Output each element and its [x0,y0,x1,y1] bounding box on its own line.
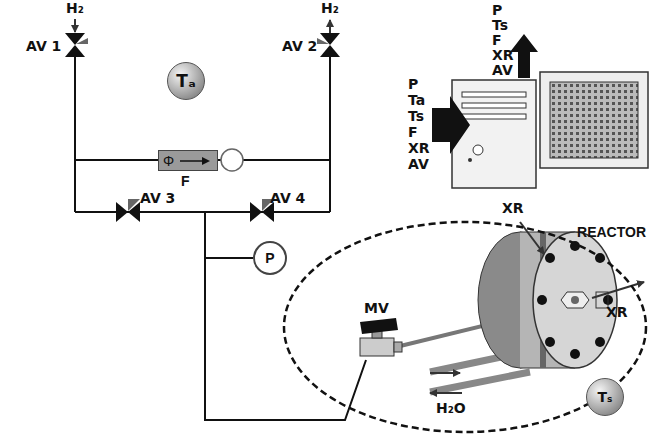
manual-valve [360,318,402,356]
part-label: H₂ [66,0,84,16]
signal-name: P [408,76,418,92]
flow-symbol: Φ [163,153,174,169]
water-in-arrow [430,372,460,374]
ambient-temperature-ball: Tₐ [167,62,205,100]
signal-name: XR [408,140,430,156]
part-label: XR [502,200,524,216]
part-label: MV [364,300,389,316]
node-label: P [265,250,274,266]
signal-name: F [408,124,418,140]
signal-name: Ta [408,92,425,108]
part-label: AV 4 [270,190,305,206]
signal-name: F [492,32,502,48]
signal-name: AV [408,156,429,172]
signal-name: AV [492,62,513,78]
flow-direction-arrow [180,156,210,166]
node-label: Tₛ [598,389,613,405]
part-label: AV 1 [26,38,61,54]
valves [65,33,340,222]
part-label: H₂O [436,400,466,416]
part-label: H₂ [321,0,339,16]
computer [432,34,648,188]
sample-temperature-ball: Tₛ [586,378,624,416]
reactor-cell [392,232,617,392]
flow-meter-box: ΦF [158,150,218,171]
signal-name: XR [492,47,514,63]
flow-meter-label: F [181,173,190,189]
pressure-gauge: P [253,241,287,275]
flowmeter-bulb [221,149,243,171]
xray-out-arrow [592,282,644,298]
part-label: AV 3 [140,190,175,206]
h2-out-arrow [329,20,331,33]
h2-in-arrow [74,19,76,32]
signal-name: Ts [492,17,508,33]
part-label: XR [606,304,628,320]
xray-in-arrow [520,222,544,254]
part-label: AV 2 [282,38,317,54]
node-label: Tₐ [176,71,195,91]
pipes [75,57,366,420]
signal-name: Ts [408,108,424,124]
signal-name: P [492,2,502,18]
water-out-arrow [430,392,462,394]
region-title: REACTOR [577,224,646,240]
